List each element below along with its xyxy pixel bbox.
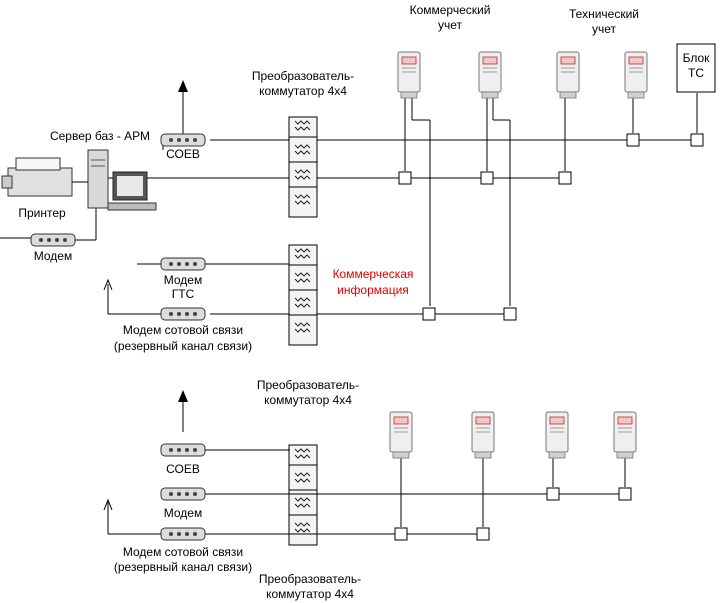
uplink-arrow-icon	[178, 390, 188, 402]
converter-middle-label-line1: Преобразователь-	[257, 378, 359, 392]
junction-node	[546, 487, 560, 501]
soev-label: СОЕВ	[166, 147, 200, 161]
cellular-modem-label-line2: (резервный канал связи)	[114, 339, 252, 353]
commercial-metering-label-line2: учет	[438, 18, 463, 32]
electricity-meter-icon	[471, 411, 495, 459]
electricity-meter-icon	[397, 51, 421, 99]
cellular-modem-2-label-line2: (резервный канал связи)	[114, 560, 252, 574]
junction-nodes-bottom	[394, 487, 632, 541]
meters-bottom	[389, 411, 637, 459]
junction-node	[480, 171, 494, 185]
cellular-modem-2-label-line1: Модем сотовой связи	[123, 545, 243, 559]
technical-metering-label-line2: учет	[592, 22, 617, 36]
printer	[1, 157, 88, 197]
technical-metering-label-line1: Технический	[569, 7, 639, 21]
cellular-modem-icon	[160, 527, 206, 541]
junction-node	[476, 527, 490, 541]
electricity-meter-icon	[545, 411, 569, 459]
cellular-modem-label-line1: Модем сотовой связи	[123, 323, 243, 337]
antenna-arrow-icon	[103, 498, 113, 511]
junction-node	[503, 307, 517, 321]
server-workstation	[87, 149, 157, 211]
electricity-meter-icon	[478, 51, 502, 99]
commercial-info-label-line2: информация	[337, 283, 409, 297]
junction-nodes-top	[398, 133, 704, 321]
block-tc-label-line2: ТС	[688, 66, 704, 80]
soev-device-icon	[160, 443, 206, 457]
junction-node	[618, 487, 632, 501]
cellular-modem-icon	[160, 307, 206, 321]
converter-switch-top	[288, 116, 318, 218]
soev-device-icon	[160, 133, 206, 147]
block-tc-box	[676, 43, 716, 93]
modem-gts-label-line2: ГТС	[172, 287, 195, 301]
converter-top-label-line2: коммутатор 4х4	[259, 84, 347, 98]
electricity-meter-icon	[613, 411, 637, 459]
modem-gts-label-line1: Модем	[164, 273, 202, 287]
electricity-meter-icon	[389, 411, 413, 459]
meters-top	[397, 51, 648, 99]
junction-node	[690, 133, 704, 147]
electricity-meter-icon	[624, 51, 648, 99]
electricity-meter-icon	[556, 51, 580, 99]
modem-label: Модем	[34, 249, 72, 263]
block-tc-label-line1: Блок	[683, 51, 711, 65]
commercial-info-label-line1: Коммерческая	[333, 267, 414, 281]
top-wiring	[0, 80, 698, 315]
bottom-wiring	[103, 390, 626, 535]
modem-icon	[160, 487, 206, 501]
junction-node	[422, 307, 436, 321]
junction-node	[558, 171, 572, 185]
modem-icon	[30, 233, 76, 247]
converter-top-label-line1: Преобразователь-	[252, 69, 354, 83]
converter-switch-bottom	[288, 444, 318, 546]
soev-label-2: СОЕВ	[166, 462, 200, 476]
junction-node	[398, 171, 412, 185]
antenna-arrow-icon	[103, 278, 113, 291]
keyboard-icon	[107, 202, 157, 211]
junction-node	[394, 527, 408, 541]
printer-icon	[7, 167, 73, 197]
printer-label: Принтер	[18, 206, 66, 220]
modem-label-2: Модем	[164, 506, 202, 520]
junction-node	[626, 133, 640, 147]
converter-bottom-label-line2: коммутатор 4х4	[266, 587, 354, 601]
server-label: Сервер баз - АРМ	[50, 129, 150, 143]
converter-switch-middle	[288, 244, 318, 346]
modem-gts-icon	[160, 257, 206, 271]
commercial-metering-label-line1: Коммерческий	[410, 3, 491, 17]
server-tower-icon	[87, 149, 109, 209]
converter-middle-label-line2: коммутатор 4х4	[264, 393, 352, 407]
converter-bottom-label-line1: Преобразователь-	[259, 572, 361, 586]
uplink-arrow-icon	[178, 80, 188, 92]
